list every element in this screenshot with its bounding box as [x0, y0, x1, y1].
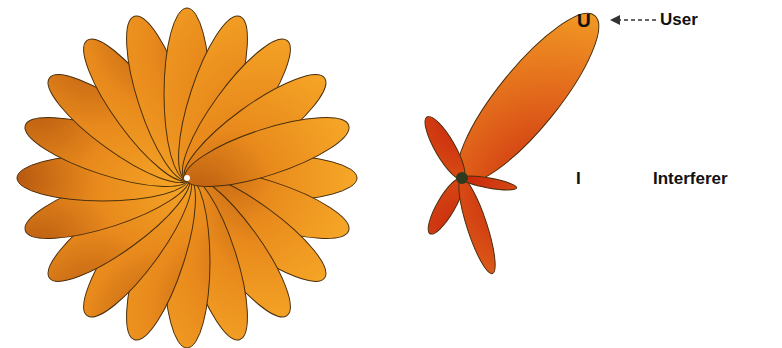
user-label: User — [660, 11, 698, 28]
flower-center — [184, 175, 190, 181]
side-lobe — [461, 173, 518, 193]
antenna-origin — [456, 172, 468, 184]
side-lobe — [418, 112, 471, 184]
side-lobe — [452, 175, 502, 276]
omni-beam-flower — [17, 8, 357, 348]
leader-arrow — [610, 15, 656, 25]
adaptive-beam-pattern — [418, 0, 618, 277]
user-marker: U — [577, 11, 591, 30]
interferer-label: Interferer — [653, 170, 728, 187]
petal-beam — [178, 104, 356, 201]
interferer-marker: I — [576, 170, 581, 187]
